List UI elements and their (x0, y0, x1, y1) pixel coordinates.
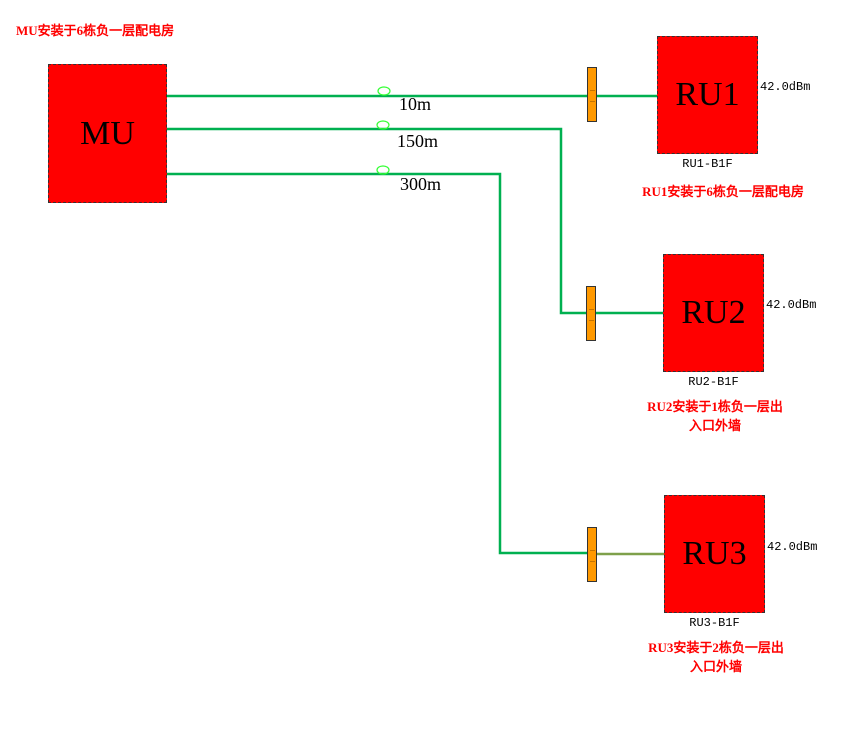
splitter-ru2[interactable] (586, 286, 596, 341)
ru1-unit[interactable]: RU1 (657, 36, 758, 154)
splitter-label-icon (589, 309, 594, 321)
ru1-note-line: RU1安装于6栋负一层配电房 (642, 184, 804, 199)
ru3-tag: RU3-B1F (689, 616, 740, 630)
ru2-note-line: 入口外墙 (688, 418, 741, 433)
ru3-note-line: 入口外墙 (689, 659, 742, 674)
ru3-label: RU3 (682, 535, 747, 572)
ru2-label: RU2 (681, 294, 746, 331)
mu-unit[interactable]: MU (48, 64, 167, 203)
mu-install-note: MU安装于6栋负一层配电房 (16, 23, 175, 38)
splitter-ru1[interactable] (587, 67, 597, 122)
splitter-label-icon (590, 550, 595, 562)
fiber-line-ru3 (167, 172, 592, 555)
ru2-note-line: RU2安装于1栋负一层出 (647, 399, 783, 414)
mu-label: MU (80, 114, 135, 152)
cable-length-ru1: 10m (399, 94, 432, 114)
ru2-power: 42.0dBm (766, 298, 817, 312)
ru1-install-note: RU1安装于6栋负一层配电房 (628, 182, 818, 201)
splitter-ru3[interactable] (587, 527, 597, 582)
fiber-loop-icon (376, 120, 390, 130)
ru3-note-line: RU3安装于2栋负一层出 (648, 640, 784, 655)
ru3-unit[interactable]: RU3 (664, 495, 765, 613)
ru1-power: 42.0dBm (760, 80, 811, 94)
ru1-tag: RU1-B1F (682, 157, 733, 171)
fiber-loop-icon (377, 86, 391, 96)
ru2-install-note: RU2安装于1栋负一层出 入口外墙 (625, 397, 805, 435)
ru2-unit[interactable]: RU2 (663, 254, 764, 372)
cable-length-ru3: 300m (400, 174, 442, 194)
ru2-tag: RU2-B1F (688, 375, 739, 389)
fiber-loop-icon (376, 165, 390, 175)
splitter-label-icon (590, 90, 595, 102)
cable-length-ru2: 150m (397, 131, 439, 151)
ru1-label: RU1 (675, 76, 740, 113)
fiber-line-ru2 (167, 127, 663, 315)
ru3-power: 42.0dBm (767, 540, 818, 554)
ru3-install-note: RU3安装于2栋负一层出 入口外墙 (626, 638, 806, 676)
